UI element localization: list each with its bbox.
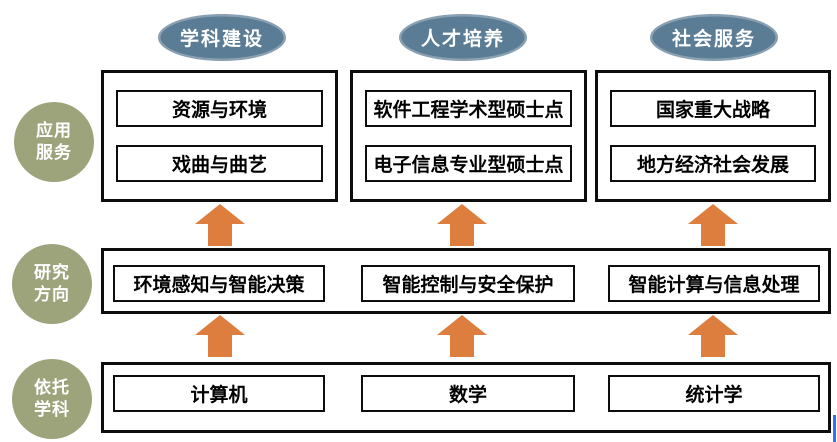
up-arrow-icon [688,315,738,357]
item-box: 智能控制与安全保护 [361,265,575,302]
supporting-discipline-band: 计算机 数学 统计学 [101,362,831,433]
group-box-talent-cultivation: 软件工程学术型硕士点 电子信息专业型硕士点 [350,70,587,202]
side-label-line: 应用 [36,120,72,140]
item-box: 环境感知与智能决策 [113,265,325,302]
badge-discipline-construction: 学科建设 [158,14,286,61]
item-box: 统计学 [608,375,820,412]
side-label-line: 学科 [34,400,70,419]
badge-social-service: 社会服务 [650,14,778,61]
side-label-line: 服务 [36,143,72,162]
side-label-line: 依托 [34,377,70,397]
up-arrow-icon [437,315,487,357]
up-arrow-icon [437,204,487,246]
side-label-line: 研究 [34,262,70,282]
research-direction-band: 环境感知与智能决策 智能控制与安全保护 智能计算与信息处理 [101,248,831,314]
side-label-supporting-discipline: 依托 学科 [12,359,92,439]
item-box: 国家重大战略 [610,90,816,127]
side-label-application-service: 应用 服务 [14,102,94,182]
up-arrow-icon [688,204,738,246]
up-arrow-icon [195,204,245,246]
text-cursor [833,415,836,442]
item-box: 软件工程学术型硕士点 [365,90,572,127]
item-box: 地方经济社会发展 [610,145,816,182]
item-box: 资源与环境 [116,90,323,127]
badge-talent-cultivation: 人才培养 [399,14,527,61]
group-box-discipline-construction: 资源与环境 戏曲与曲艺 [101,70,338,202]
item-box: 智能计算与信息处理 [608,265,820,302]
up-arrow-icon [195,315,245,357]
group-box-social-service: 国家重大战略 地方经济社会发展 [595,70,831,202]
item-box: 戏曲与曲艺 [116,145,323,182]
item-box: 计算机 [113,375,325,412]
item-box: 电子信息专业型硕士点 [365,145,572,182]
side-label-line: 方向 [34,285,70,304]
side-label-research-direction: 研究 方向 [12,244,92,324]
item-box: 数学 [361,375,575,412]
